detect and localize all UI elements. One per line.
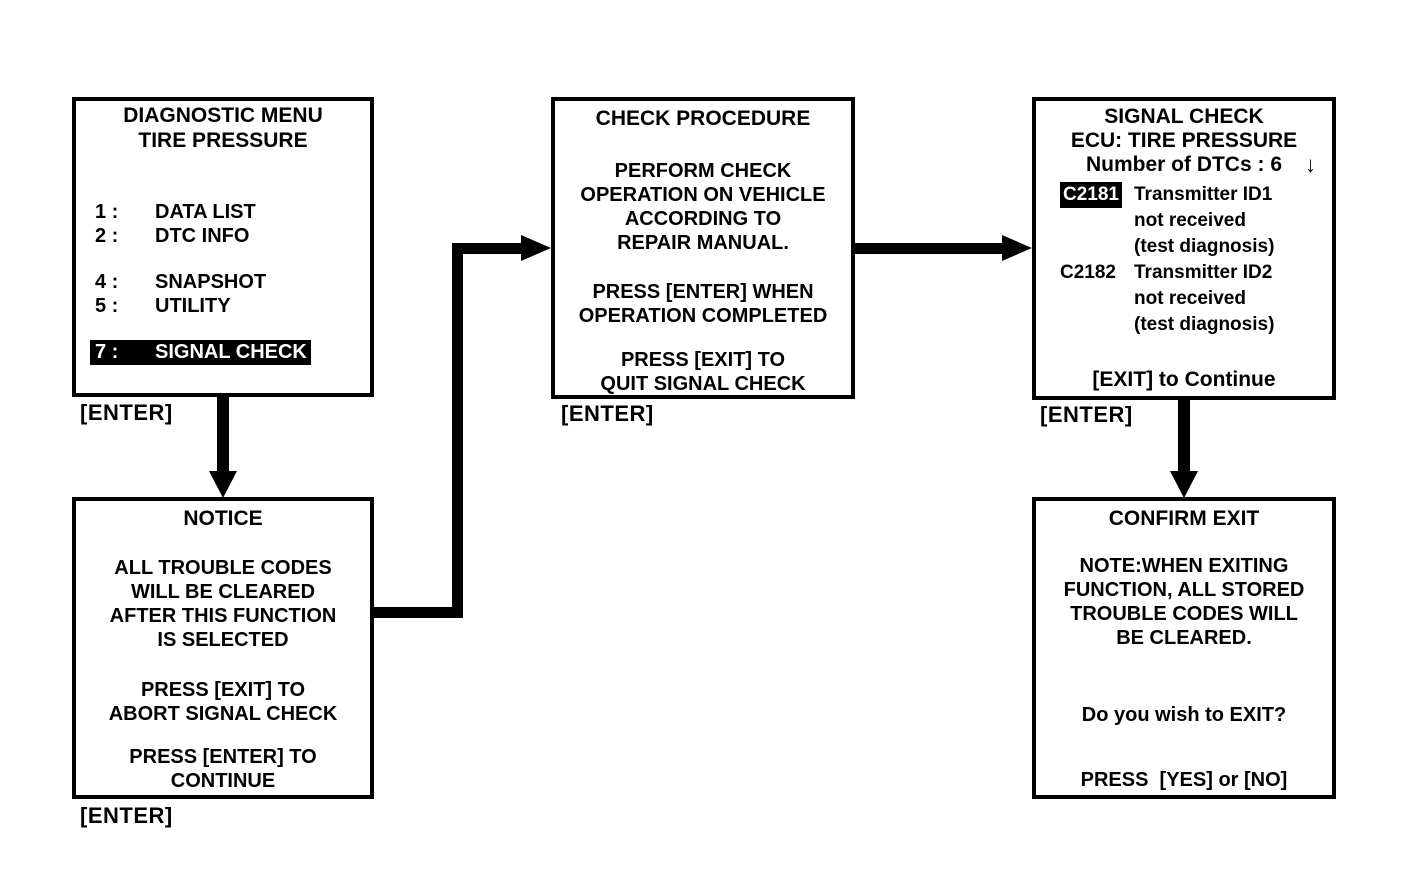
menu-item-number: 5 : (95, 294, 119, 317)
check-procedure-title: CHECK PROCEDURE (595, 107, 811, 130)
screen-signal-check: SIGNAL CHECK ECU: TIRE PRESSURE Number o… (1032, 97, 1336, 400)
menu-item-label: DTC INFO (155, 224, 250, 247)
dtc-code-highlighted: C2181 (1060, 182, 1122, 208)
dtc-code: C2181 (1060, 182, 1134, 260)
dtc-count-row: Number of DTCs : 6 ↓ (1036, 153, 1332, 177)
enter-key-label: [ENTER] (80, 400, 173, 425)
notice-title: NOTICE (183, 507, 263, 530)
confirm-exit-note: NOTE:WHEN EXITING FUNCTION, ALL STORED T… (1063, 555, 1305, 649)
screen-diagnostic-menu: DIAGNOSTIC MENU TIRE PRESSURE 1 : DATA L… (72, 97, 374, 397)
dtc-row-c2182: C2182 Transmitter ID2 not received (test… (1060, 260, 1326, 338)
connector-notice-to-procedure-head (521, 235, 551, 261)
menu-item-number: 7 : (95, 341, 119, 363)
dtc-row-c2181: C2181 Transmitter ID1 not received (test… (1060, 182, 1326, 260)
signal-check-ecu-line: ECU: TIRE PRESSURE (1070, 129, 1298, 152)
connector-notice-to-procedure-seg-bottom (372, 607, 463, 618)
menu-item-number: 4 : (95, 270, 119, 293)
menu-item-label: UTILITY (155, 294, 231, 317)
arrow-procedure-to-signal-line (855, 243, 1003, 254)
signal-check-title: SIGNAL CHECK (1104, 105, 1264, 128)
confirm-exit-title: CONFIRM EXIT (1108, 507, 1260, 530)
screen-confirm-exit: CONFIRM EXIT NOTE:WHEN EXITING FUNCTION,… (1032, 497, 1336, 799)
arrow-signal-to-confirm-line (1178, 398, 1190, 473)
connector-notice-to-procedure-seg-top (452, 243, 523, 254)
signal-check-footer: [EXIT] to Continue (1092, 368, 1276, 391)
arrow-procedure-to-signal-head (1002, 235, 1032, 261)
dtc-list: C2181 Transmitter ID1 not received (test… (1060, 182, 1326, 338)
menu-item-label: SNAPSHOT (155, 270, 267, 293)
dtc-count-label: Number of DTCs : 6 (1085, 153, 1282, 176)
notice-exit-hint: PRESS [EXIT] TO ABORT SIGNAL CHECK (108, 679, 338, 725)
menu-item-data-list: 1 : DATA LIST (95, 200, 366, 224)
menu-item-number: 1 : (95, 200, 119, 223)
enter-key-label: [ENTER] (80, 803, 173, 828)
arrow-signal-to-confirm-head (1170, 471, 1198, 498)
menu-item-label: SIGNAL CHECK (155, 341, 307, 363)
menu-item-signal-check-highlighted: 7 : SIGNAL CHECK (90, 340, 311, 365)
menu-item-utility: 5 : UTILITY (95, 294, 366, 318)
notice-warning-text: ALL TROUBLE CODES WILL BE CLEARED AFTER … (109, 557, 337, 651)
diagnostic-menu-title-line1: DIAGNOSTIC MENU (123, 104, 323, 127)
diagnostic-menu-list: 1 : DATA LIST 2 : DTC INFO 4 : SNAPSHOT … (90, 200, 366, 365)
enter-key-label: [ENTER] (1040, 402, 1133, 427)
screen-notice: NOTICE ALL TROUBLE CODES WILL BE CLEARED… (72, 497, 374, 799)
notice-enter-hint: PRESS [ENTER] TO CONTINUE (129, 746, 317, 792)
menu-item-snapshot: 4 : SNAPSHOT (95, 270, 366, 294)
arrow-menu-to-notice-head (209, 471, 237, 498)
menu-item-number: 2 : (95, 224, 119, 247)
check-procedure-exit-hint: PRESS [EXIT] TO QUIT SIGNAL CHECK (600, 349, 806, 395)
confirm-exit-question: Do you wish to EXIT? (1081, 704, 1287, 726)
screen-check-procedure: CHECK PROCEDURE PERFORM CHECK OPERATION … (551, 97, 855, 399)
confirm-exit-footer: PRESS [YES] or [NO] (1080, 769, 1288, 791)
dtc-description: Transmitter ID2 not received (test diagn… (1134, 262, 1275, 335)
diagnostic-menu-title: DIAGNOSTIC MENU TIRE PRESSURE (76, 103, 370, 153)
signal-check-header: SIGNAL CHECK ECU: TIRE PRESSURE (1036, 105, 1332, 153)
check-procedure-instructions: PERFORM CHECK OPERATION ON VEHICLE ACCOR… (580, 160, 826, 254)
arrow-menu-to-notice-line (217, 395, 229, 473)
enter-key-label: [ENTER] (561, 401, 654, 426)
check-procedure-enter-hint: PRESS [ENTER] WHEN OPERATION COMPLETED (578, 281, 828, 327)
menu-item-label: DATA LIST (155, 200, 256, 223)
dtc-description: Transmitter ID1 not received (test diagn… (1134, 184, 1275, 257)
connector-notice-to-procedure-seg-vertical (452, 243, 463, 618)
diagnostic-menu-title-line2: TIRE PRESSURE (138, 129, 308, 152)
menu-item-dtc-info: 2 : DTC INFO (95, 224, 366, 248)
dtc-code: C2182 (1060, 262, 1116, 283)
scroll-down-arrow-icon: ↓ (1305, 152, 1316, 177)
